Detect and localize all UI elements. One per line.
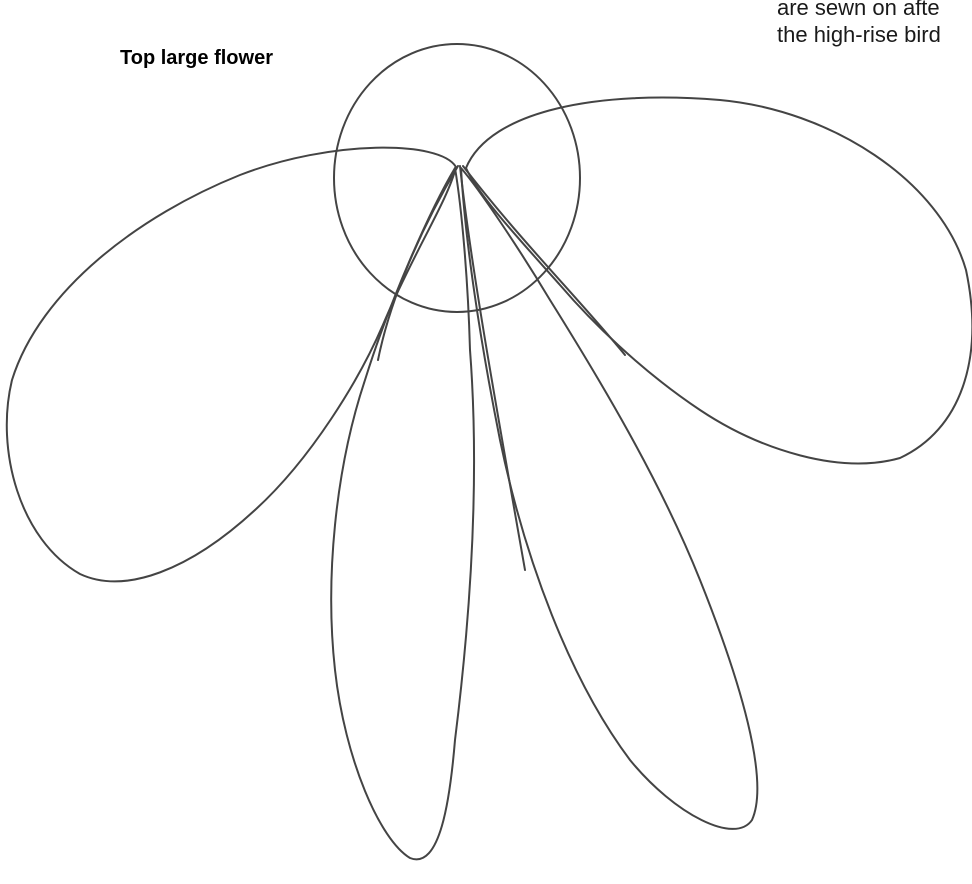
petal-right <box>466 98 972 464</box>
petal-lower-left <box>331 168 474 859</box>
petal-seam-2 <box>460 166 525 570</box>
petal-seam-3 <box>463 166 625 355</box>
petal-left <box>7 148 456 582</box>
petal-lower-right <box>461 168 757 829</box>
